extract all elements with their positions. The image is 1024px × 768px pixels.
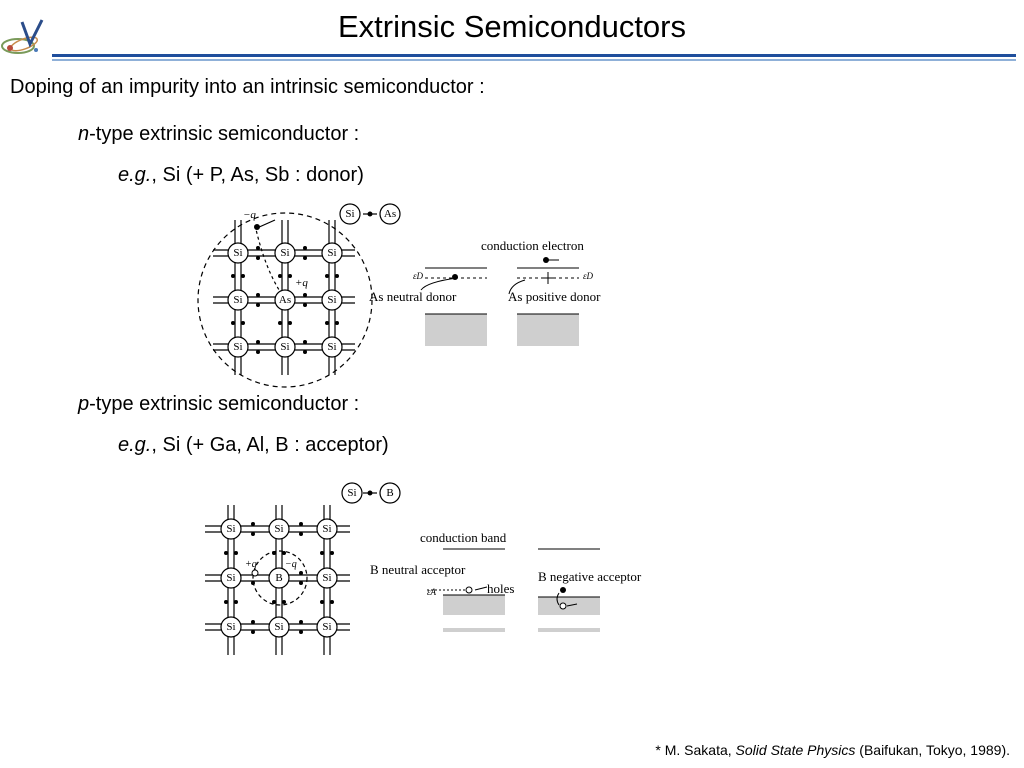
p-type-figure: Si Si Si Si B Si Si Si Si Si B +q −q εA … — [205, 482, 642, 655]
svg-text:As: As — [279, 294, 291, 306]
reference-suffix: (Baifukan, Tokyo, 1989). — [855, 742, 1010, 758]
svg-text:Si: Si — [327, 341, 336, 353]
svg-text:As: As — [384, 208, 396, 220]
title-divider — [52, 54, 1016, 57]
svg-text:+q: +q — [295, 277, 308, 289]
svg-text:εD: εD — [413, 271, 424, 281]
svg-text:Si: Si — [322, 621, 331, 633]
svg-text:−q: −q — [285, 559, 297, 570]
svg-text:Si: Si — [226, 621, 235, 633]
p-eg: e.g. — [118, 434, 152, 456]
p-type-example: e.g., Si (+ Ga, Al, B : acceptor) — [118, 433, 389, 457]
n-type-example-text: , Si (+ P, As, Sb : donor) — [151, 164, 364, 186]
svg-text:Si: Si — [233, 341, 242, 353]
label-conduction-band: conduction band — [420, 530, 507, 545]
p-dashed-circle — [252, 550, 308, 606]
n-italic: n — [78, 123, 90, 145]
svg-text:Si: Si — [226, 523, 235, 535]
svg-text:Si: Si — [327, 294, 336, 306]
p-lattice-atoms: Si Si Si Si B Si Si Si Si Si B +q −q — [220, 482, 401, 638]
label-holes: holes — [487, 581, 514, 596]
svg-text:Si: Si — [233, 247, 242, 259]
svg-text:Si: Si — [345, 208, 354, 220]
svg-text:Si: Si — [322, 523, 331, 535]
p-type-heading-text: -type extrinsic semiconductor : — [89, 393, 360, 415]
svg-text:Si: Si — [233, 294, 242, 306]
svg-text:Si: Si — [226, 572, 235, 584]
reference-book: Solid State Physics — [735, 742, 856, 758]
n-lattice-atoms: Si Si Si Si As Si Si Si Si Si As −q +q — [227, 203, 401, 358]
intro-text: Doping of an impurity into an intrinsic … — [10, 76, 485, 98]
n-dashed-circle — [197, 212, 373, 388]
svg-text:B: B — [275, 572, 282, 584]
svg-text:Si: Si — [280, 247, 289, 259]
label-b-negative-acceptor: B negative acceptor — [538, 569, 642, 584]
logo-icon — [1, 19, 44, 54]
n-type-heading-text: -type extrinsic semiconductor : — [89, 123, 360, 145]
svg-text:Si: Si — [347, 487, 356, 499]
svg-text:εD: εD — [583, 271, 594, 281]
p-type-example-text: , Si (+ Ga, Al, B : acceptor) — [151, 434, 389, 456]
p-italic: p — [78, 393, 90, 415]
label-as-positive-donor: As positive donor — [508, 289, 601, 304]
svg-text:Si: Si — [280, 341, 289, 353]
label-as-neutral-donor: As neutral donor — [369, 289, 457, 304]
n-type-example: e.g., Si (+ P, As, Sb : donor) — [118, 163, 364, 187]
svg-text:Si: Si — [327, 247, 336, 259]
reference: * M. Sakata, Solid State Physics (Baifuk… — [655, 741, 1010, 759]
n-type-heading: n-type extrinsic semiconductor : — [78, 122, 359, 146]
n-type-figure: Si Si Si Si As Si Si Si Si Si As −q +q — [197, 203, 601, 388]
label-b-neutral-acceptor: B neutral acceptor — [370, 562, 466, 577]
title-divider-light — [52, 59, 1016, 61]
svg-text:εA: εA — [427, 587, 437, 597]
svg-text:−q: −q — [243, 209, 256, 221]
svg-text:Si: Si — [274, 523, 283, 535]
p-type-heading: p-type extrinsic semiconductor : — [78, 392, 359, 416]
svg-text:Si: Si — [322, 572, 331, 584]
svg-text:+q: +q — [245, 559, 257, 570]
slide-title: Extrinsic Semiconductors — [337, 9, 686, 44]
svg-text:Si: Si — [274, 621, 283, 633]
n-eg: e.g. — [118, 164, 152, 186]
svg-text:B: B — [386, 487, 393, 499]
label-conduction-electron: conduction electron — [481, 238, 584, 253]
reference-prefix: * M. Sakata, — [655, 742, 736, 758]
